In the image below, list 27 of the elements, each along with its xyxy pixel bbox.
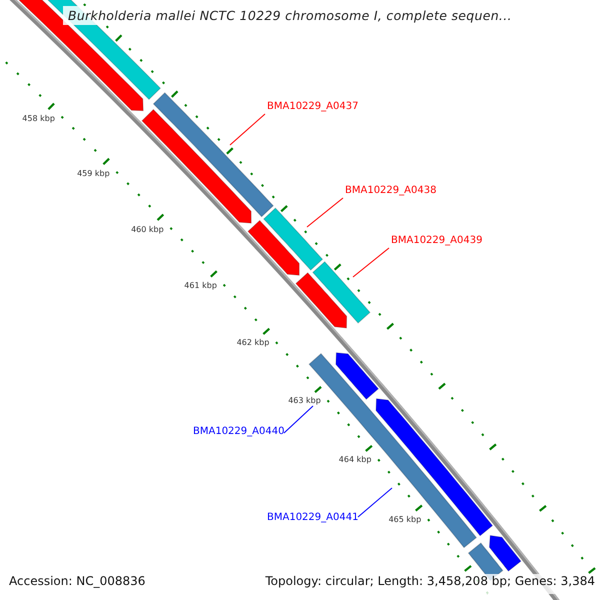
tick-label: 460 kbp	[131, 225, 164, 235]
leader-line	[230, 114, 266, 146]
tick-label: 463 kbp	[288, 396, 321, 406]
leader-line	[358, 488, 392, 518]
gene-segment	[247, 220, 300, 276]
gene-segment	[141, 108, 252, 224]
leader-line	[306, 198, 344, 228]
gene-segment	[295, 272, 348, 329]
leader-line	[352, 248, 390, 278]
tick-label: 464 kbp	[338, 455, 372, 465]
tick-label: 458 kbp	[22, 114, 55, 124]
tick-label: 465 kbp	[388, 514, 422, 524]
accession-text: Accession: NC_008836	[9, 574, 146, 588]
leader-line	[284, 406, 314, 434]
gene-segment	[488, 534, 522, 572]
feature-bar	[312, 261, 371, 324]
gene-label: BMA10229_A0440	[193, 426, 284, 438]
feature-bar	[262, 207, 324, 271]
tick-label: 462 kbp	[236, 338, 270, 348]
gene-segment	[335, 352, 380, 400]
gene-label: BMA10229_A0437	[267, 101, 358, 113]
gene-label: BMA10229_A0439	[391, 235, 482, 247]
gene-label: BMA10229_A0438	[345, 185, 436, 197]
tick-label: 461 kbp	[184, 281, 217, 291]
gene-segment	[376, 398, 494, 536]
gene-label: BMA10229_A0441	[267, 512, 358, 524]
tick-label: 459 kbp	[77, 169, 110, 179]
